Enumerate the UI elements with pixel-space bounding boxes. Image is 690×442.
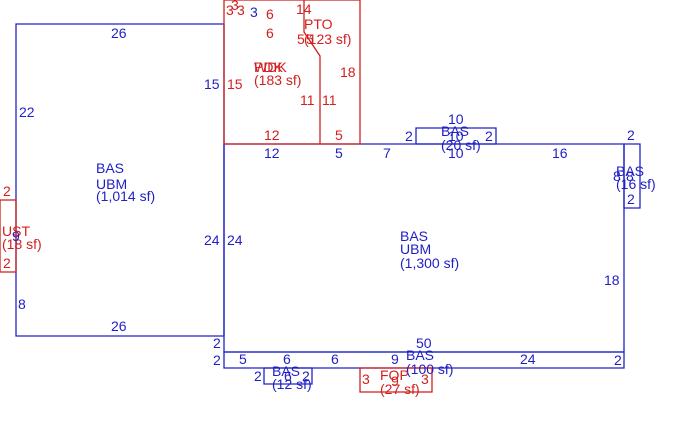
bas-top-area: (20 sf) xyxy=(441,137,481,153)
dim-fop-right: 3 xyxy=(421,371,429,387)
dim-wdk-top-c: 3 xyxy=(237,2,245,18)
bas-small-area: (12 sf) xyxy=(272,376,312,392)
ust-area: (18 sf) xyxy=(2,236,42,252)
dim-top-bump-right: 2 xyxy=(485,128,493,144)
bas-left-area: (1,014 sf) xyxy=(96,188,155,204)
bas-bottom-strip-outline xyxy=(223,351,625,369)
bas-bottom-code: BAS xyxy=(406,347,434,363)
bas-main-sub: UBM xyxy=(400,241,431,257)
dim-fop-left: 3 xyxy=(362,371,370,387)
bas-right-area: (16 sf) xyxy=(616,176,656,192)
dim-wdk-top-b: 3 xyxy=(231,0,239,13)
dim-bottom-strip-left-a: 2 xyxy=(213,335,221,351)
bas-top-code: BAS xyxy=(441,123,469,139)
pto-area: (123 sf) xyxy=(304,31,351,47)
dim-ust-mid: 9 xyxy=(12,228,20,244)
dim-wdk-mid-a: 11 xyxy=(300,92,315,108)
dim-ust-top: 2 xyxy=(3,183,11,199)
dim-small-left: 2 xyxy=(254,368,262,384)
dim-top-bump-bottom: 10 xyxy=(448,145,464,161)
dim-bottom-seg-5: 24 xyxy=(520,351,536,367)
dim-bottom-seg-4: 9 xyxy=(391,351,399,367)
dim-wdk-top-d: 6 xyxy=(266,6,274,22)
ust-code: UST xyxy=(2,223,30,239)
dim-main-top-a: 12 xyxy=(264,145,280,161)
fop-outline xyxy=(359,367,433,393)
wdk-pto-divider xyxy=(303,0,321,144)
dim-wdk-top-a: 3 xyxy=(226,2,234,18)
dim-main-top-c: 7 xyxy=(383,145,391,161)
dim-wdk-bottom: 12 xyxy=(264,127,280,143)
dim-wdk-top-blue: 3 xyxy=(250,4,258,20)
wdk-area: (183 sf) xyxy=(254,72,301,88)
dim-pto-right: 18 xyxy=(340,64,356,80)
dim-bottom-seg-2: 6 xyxy=(283,351,291,367)
dim-right-bump-side-a: 8 xyxy=(613,168,621,184)
pdk-code: PDK xyxy=(254,59,283,75)
dim-left-top: 26 xyxy=(111,25,127,41)
dim-top-bump-mid: 10 xyxy=(448,128,464,144)
pto-code: PTO xyxy=(304,16,333,32)
dim-main-right: 18 xyxy=(604,272,620,288)
dim-right-bump-top: 2 xyxy=(627,127,635,143)
dim-fop-mid: 9 xyxy=(391,373,399,389)
dim-wdk-right-bottom: 5 xyxy=(335,127,343,143)
dim-pto-inner-a: 5 xyxy=(297,31,305,47)
dim-main-top-d: 16 xyxy=(552,145,568,161)
dim-top-bump-top: 10 xyxy=(448,111,464,127)
bas-left-code: BAS xyxy=(96,160,124,176)
bas-main-code: BAS xyxy=(400,228,428,244)
dim-pto-inner-b: 5 xyxy=(306,31,314,47)
fop-code: FOP xyxy=(380,367,409,383)
dim-wdk-top-e: 6 xyxy=(266,25,274,41)
dim-wdk-left-inner: 15 xyxy=(227,76,243,92)
bas-right-bump-outline xyxy=(623,143,641,209)
dim-main-left: 24 xyxy=(227,232,243,248)
dim-ust-bottom: 2 xyxy=(3,255,11,271)
dim-bottom-seg-1: 5 xyxy=(239,351,247,367)
dim-bottom-seg-3: 6 xyxy=(331,351,339,367)
dim-right-bump-bottom: 2 xyxy=(627,191,635,207)
dim-bottom-strip-top: 50 xyxy=(416,335,432,351)
dim-small-right: 2 xyxy=(302,368,310,384)
bas-top-bump-outline xyxy=(415,127,497,145)
bas-small-bump-outline xyxy=(263,367,313,385)
dim-right-bump-side-b: 8 xyxy=(626,168,634,184)
dim-left-side: 22 xyxy=(19,104,35,120)
bas-main-area: (1,300 sf) xyxy=(400,255,459,271)
bas-left-sub: UBM xyxy=(96,176,127,192)
dim-small-mid: 6 xyxy=(284,368,292,384)
bas-bottom-area: (100 sf) xyxy=(406,361,453,377)
bas-small-code: BAS xyxy=(272,363,300,379)
ust-outline xyxy=(0,199,17,273)
dim-bottom-strip-left-b: 2 xyxy=(213,352,221,368)
dim-main-top-b: 5 xyxy=(335,145,343,161)
wdk-code: WDK xyxy=(254,59,287,75)
dim-top-bump-left: 2 xyxy=(405,128,413,144)
wdk-pto-outline xyxy=(223,0,361,145)
dim-bottom-strip-right: 2 xyxy=(614,352,622,368)
dim-left-side-lower: 8 xyxy=(18,296,26,312)
dim-wdk-mid-b: 11 xyxy=(322,92,337,108)
dim-pto-top: 14 xyxy=(296,1,312,17)
dim-left-right: 24 xyxy=(204,232,220,248)
dim-wdk-left-outer: 15 xyxy=(204,76,220,92)
dim-left-bottom: 26 xyxy=(111,318,127,334)
bas-right-code: BAS xyxy=(616,163,644,179)
fop-area: (27 sf) xyxy=(380,381,420,397)
